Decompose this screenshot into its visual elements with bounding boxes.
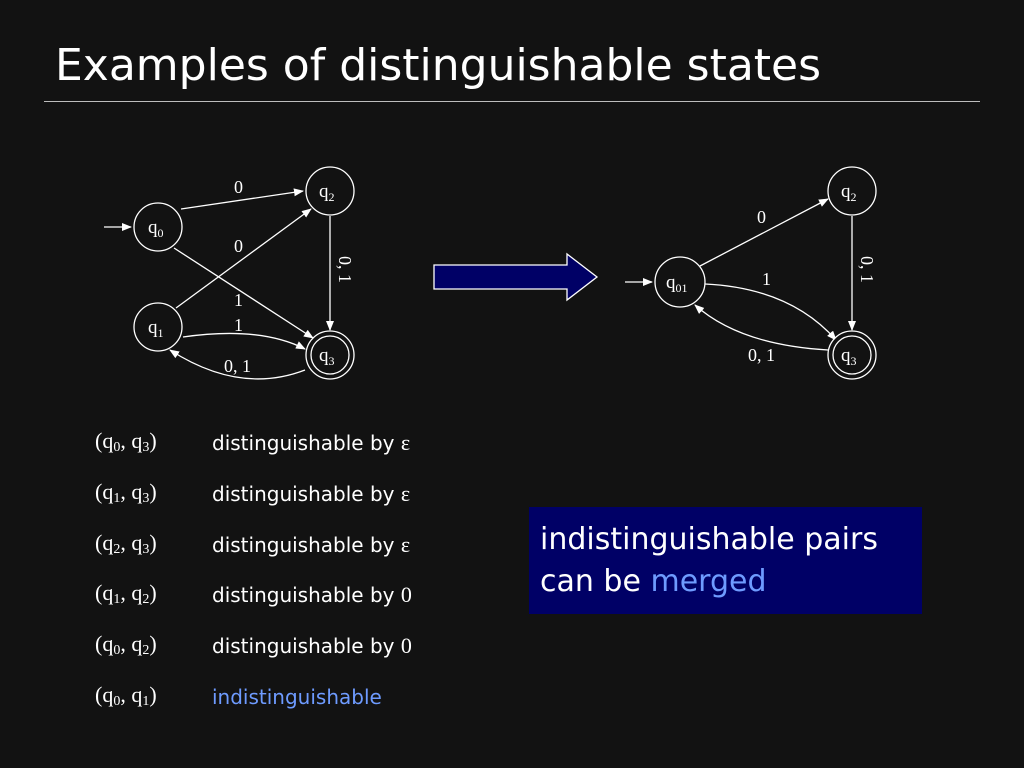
- label-q0-q2: 0: [234, 177, 243, 197]
- pair-label: (q0, q3): [95, 428, 157, 455]
- edge-q1-q2: [175, 208, 312, 309]
- label-q2-q3: 0, 1: [335, 256, 355, 283]
- svg-text:q3: q3: [841, 345, 857, 368]
- state-q2: q2: [305, 166, 355, 216]
- callout-line-2: can be merged: [540, 564, 767, 599]
- title-divider: [44, 101, 980, 102]
- pair-row: (q1, q3) distinguishable by ε: [95, 479, 495, 509]
- svg-text:q3: q3: [319, 345, 335, 368]
- edge-q0-q3: [173, 247, 314, 339]
- edge-q01-q3: [704, 283, 837, 341]
- label-q3-q01: 0, 1: [748, 345, 775, 365]
- edge-q0-q2: [180, 188, 304, 210]
- svg-text:q2: q2: [319, 181, 335, 204]
- right-dfa: q01 q2 q3 0 1 0, 1 0, 1: [625, 166, 877, 380]
- pair-description: distinguishable by 0: [212, 582, 412, 607]
- pair-label: (q0, q1): [95, 682, 157, 709]
- state-q3-right-accepting: q3: [827, 330, 877, 380]
- state-q0: q0: [133, 202, 183, 252]
- svg-text:q0: q0: [148, 217, 164, 240]
- state-q2-right: q2: [827, 166, 877, 216]
- pair-label: (q1, q3): [95, 479, 157, 506]
- label-q1-q2: 0: [234, 236, 243, 256]
- merge-callout-box: indistinguishable pairs can be merged: [529, 507, 922, 614]
- edge-q01-q2: [699, 198, 829, 267]
- pair-description: distinguishable by ε: [212, 430, 411, 455]
- pair-row: (q2, q3) distinguishable by ε: [95, 530, 495, 560]
- pair-description: distinguishable by ε: [212, 532, 411, 557]
- label-q0-q3: 1: [234, 290, 243, 310]
- label-q3-q1: 0, 1: [224, 356, 251, 376]
- state-q3-accepting: q3: [305, 330, 355, 380]
- state-q1: q1: [133, 302, 183, 352]
- label-q01-q3: 1: [762, 269, 771, 289]
- edge-q3-q1: [169, 349, 306, 380]
- edge-q1-q3: [182, 332, 306, 350]
- label-q2-q3-right: 0, 1: [857, 256, 877, 283]
- svg-text:q2: q2: [841, 181, 857, 204]
- pair-row: (q1, q2) distinguishable by 0: [95, 580, 495, 610]
- slide-title: Examples of distinguishable states: [55, 40, 822, 91]
- pair-label: (q0, q2): [95, 631, 157, 658]
- pair-description: indistinguishable: [212, 685, 382, 709]
- pair-label: (q2, q3): [95, 530, 157, 557]
- state-q01: q01: [654, 256, 706, 308]
- pair-row: (q0, q2) distinguishable by 0: [95, 631, 495, 661]
- edge-q3-q01: [694, 304, 829, 351]
- callout-highlight: merged: [650, 564, 767, 599]
- pair-description: distinguishable by 0: [212, 633, 412, 658]
- transform-arrow-icon: [433, 252, 599, 302]
- pair-label: (q1, q2): [95, 580, 157, 607]
- pair-row: (q0, q3) distinguishable by ε: [95, 428, 495, 458]
- label-q01-q2: 0: [757, 207, 766, 227]
- left-dfa: q0 q1 q2 q3 0 0 1 1 0, 1 0, 1: [104, 166, 355, 380]
- pair-row: (q0, q1) indistinguishable: [95, 682, 495, 712]
- svg-text:q1: q1: [148, 317, 164, 340]
- svg-text:q01: q01: [666, 272, 688, 295]
- label-q1-q3: 1: [234, 315, 243, 335]
- pair-description: distinguishable by ε: [212, 481, 411, 506]
- callout-line-1: indistinguishable pairs: [540, 522, 878, 557]
